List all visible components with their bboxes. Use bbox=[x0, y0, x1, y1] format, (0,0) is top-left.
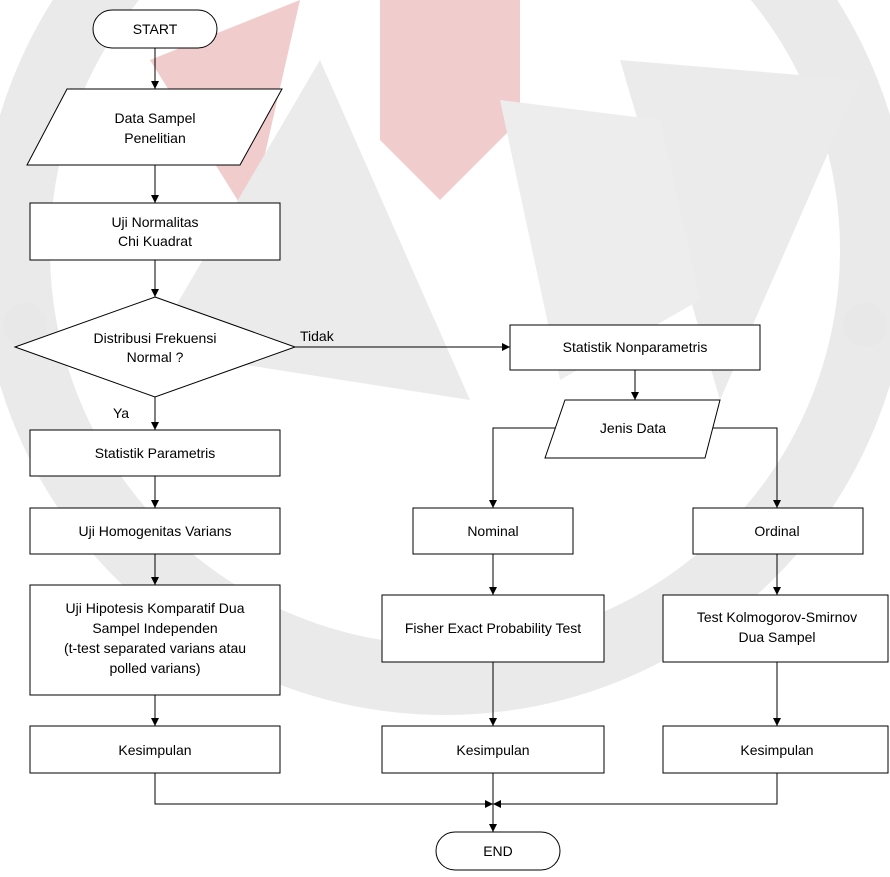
node-kesimpulan-left: Kesimpulan bbox=[29, 725, 281, 774]
node-data-sampel-line1: Data Sampel bbox=[115, 110, 196, 126]
node-kesimpulan-right-label: Kesimpulan bbox=[740, 742, 813, 758]
node-nonparametris-label: Statistik Nonparametris bbox=[563, 339, 708, 355]
node-kesimpulan-mid-label: Kesimpulan bbox=[456, 742, 529, 758]
node-homogenitas: Uji Homogenitas Varians bbox=[29, 507, 281, 555]
watermark-logo bbox=[0, 0, 890, 715]
node-fisher: Fisher Exact Probability Test bbox=[381, 594, 605, 663]
node-kesimpulan-left-label: Kesimpulan bbox=[118, 742, 191, 758]
node-hipotesis-line2: Sampel Independen bbox=[92, 620, 217, 636]
edge-jenis-to-ordinal bbox=[705, 427, 781, 508]
node-distribusi-line2: Normal ? bbox=[127, 349, 184, 365]
node-jenis-data: Jenis Data bbox=[544, 399, 721, 459]
node-homogenitas-label: Uji Homogenitas Varians bbox=[78, 523, 231, 539]
node-uji-normalitas: Uji Normalitas Chi Kuadrat bbox=[29, 202, 281, 261]
node-ordinal-label: Ordinal bbox=[754, 523, 799, 539]
node-fisher-label: Fisher Exact Probability Test bbox=[405, 620, 581, 636]
edge-kesimpulan-right-merge bbox=[493, 773, 778, 808]
node-kesimpulan-mid: Kesimpulan bbox=[381, 725, 605, 774]
node-hipotesis-line3: (t-test separated varians atau bbox=[64, 640, 246, 656]
edges bbox=[151, 48, 781, 832]
node-parametris-label: Statistik Parametris bbox=[95, 445, 216, 461]
node-hipotesis-line4: polled varians) bbox=[109, 660, 200, 676]
node-data-sampel-line2: Penelitian bbox=[124, 130, 186, 146]
node-kolmogorov: Test Kolmogorov-Smirnov Dua Sampel bbox=[662, 594, 889, 663]
node-distribusi-decision: Distribusi Frekuensi Normal ? bbox=[13, 296, 297, 398]
edge-label-ya: Ya bbox=[113, 405, 129, 421]
node-hipotesis: Uji Hipotesis Komparatif Dua Sampel Inde… bbox=[29, 584, 281, 696]
edge-jenis-to-nominal bbox=[489, 427, 565, 508]
node-data-sampel: Data Sampel Penelitian bbox=[26, 88, 283, 166]
node-uji-normalitas-line1: Uji Normalitas bbox=[111, 214, 198, 230]
edge-label-tidak: Tidak bbox=[300, 328, 335, 344]
node-nominal-label: Nominal bbox=[467, 523, 518, 539]
node-nonparametris: Statistik Nonparametris bbox=[509, 324, 761, 371]
node-distribusi-line1: Distribusi Frekuensi bbox=[94, 330, 217, 346]
node-parametris: Statistik Parametris bbox=[29, 429, 281, 477]
node-jenis-data-label: Jenis Data bbox=[600, 420, 666, 436]
node-uji-normalitas-line2: Chi Kuadrat bbox=[118, 233, 192, 249]
node-start: START bbox=[92, 9, 218, 49]
node-start-label: START bbox=[133, 21, 178, 37]
node-kolmogorov-line1: Test Kolmogorov-Smirnov bbox=[697, 609, 857, 625]
edge-kesimpulan-left-merge bbox=[154, 773, 493, 808]
node-end-label: END bbox=[483, 843, 513, 859]
node-ordinal: Ordinal bbox=[692, 507, 864, 555]
node-nominal: Nominal bbox=[412, 507, 574, 555]
node-hipotesis-line1: Uji Hipotesis Komparatif Dua bbox=[66, 600, 245, 616]
node-kolmogorov-line2: Dua Sampel bbox=[738, 629, 815, 645]
node-end: END bbox=[435, 831, 561, 871]
node-kesimpulan-right: Kesimpulan bbox=[662, 725, 889, 774]
